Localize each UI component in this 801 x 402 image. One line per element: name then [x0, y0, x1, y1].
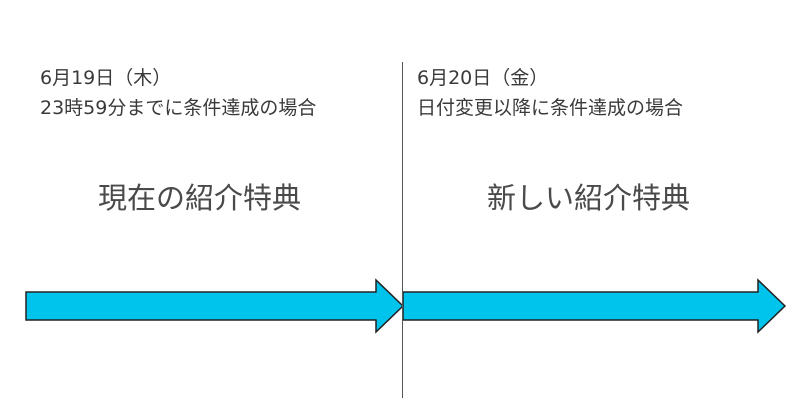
right-condition-text: 日付変更以降に条件達成の場合 [417, 97, 684, 119]
right-date-text: 6月20日（金） [417, 67, 549, 89]
right-arrow-shape [402, 278, 787, 334]
left-date-text: 6月19日（木） [40, 67, 172, 89]
date-divider-line [402, 62, 403, 398]
left-condition-text: 23時59分までに条件達成の場合 [40, 97, 317, 119]
current-benefit-title: 現在の紹介特典 [98, 181, 302, 215]
left-period-label: 6月19日（木） 23時59分までに条件達成の場合 [40, 63, 316, 123]
new-benefit-title: 新しい紹介特典 [487, 181, 691, 215]
left-arrow-shape [25, 278, 405, 334]
right-period-label: 6月20日（金） 日付変更以降に条件達成の場合 [417, 63, 683, 123]
